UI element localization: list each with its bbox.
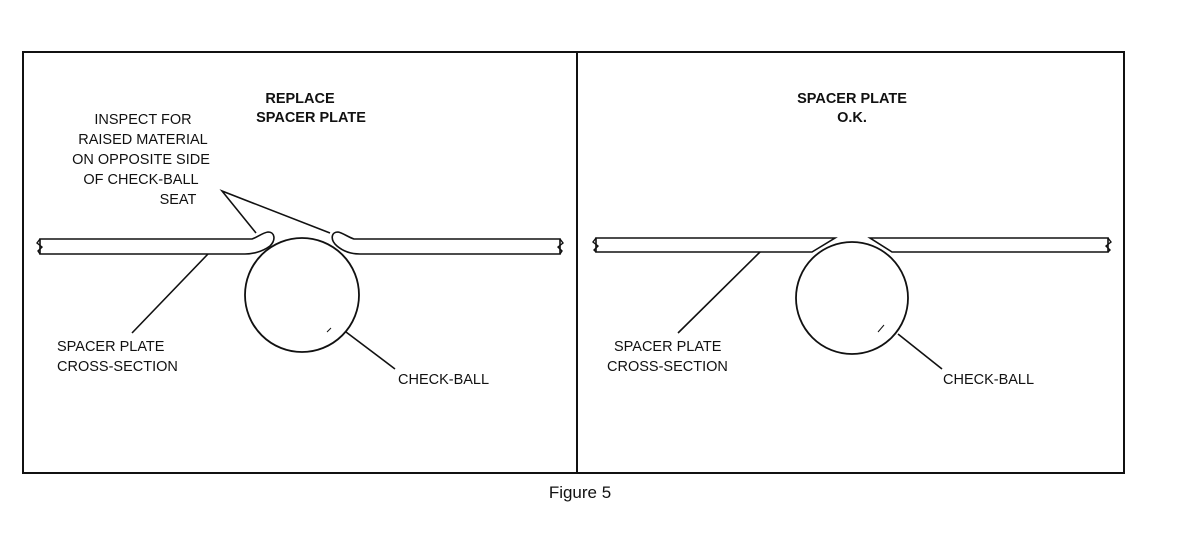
- outer-frame: [22, 51, 1125, 474]
- right-title-line-2: O.K.: [837, 110, 867, 126]
- left-spacer-plate-right: [331, 231, 561, 255]
- figure-caption: Figure 5: [548, 483, 612, 502]
- left-plate-leader: [131, 253, 209, 334]
- right-ball-leader: [897, 333, 943, 370]
- left-plate-break-left: [36, 238, 44, 255]
- left-title-line-1: REPLACE: [265, 91, 335, 107]
- right-spacer-plate-right: [867, 237, 1109, 253]
- right-ball-label: CHECK-BALL: [943, 372, 1034, 388]
- left-plate-label-line-2: CROSS-SECTION: [57, 359, 178, 375]
- left-check-ball: [244, 237, 360, 353]
- right-check-ball: [795, 241, 909, 355]
- right-title-line-1: SPACER PLATE: [797, 91, 907, 107]
- left-plate-label-line-1: SPACER PLATE: [57, 339, 165, 355]
- left-ball-highlight: [326, 327, 332, 333]
- inspect-line-3: ON OPPOSITE SIDE: [72, 152, 210, 168]
- left-plate-break-right: [556, 238, 564, 255]
- inspect-line-2: RAISED MATERIAL: [78, 132, 207, 148]
- right-plate-break-left: [592, 237, 600, 253]
- inspect-line-4: OF CHECK-BALL: [83, 172, 198, 188]
- left-ball-label: CHECK-BALL: [398, 372, 489, 388]
- inspect-line-5: SEAT: [160, 192, 197, 208]
- inspect-line-1: INSPECT FOR: [94, 112, 191, 128]
- right-plate-leader: [677, 251, 761, 334]
- right-plate-label-line-1: SPACER PLATE: [614, 339, 722, 355]
- right-plate-break-right: [1104, 237, 1112, 253]
- right-panel: SPACER PLATE O.K. SPACER PLATE CROSS-SEC…: [592, 91, 1112, 388]
- left-panel: REPLACE SPACER PLATE INSPECT FOR RAISED …: [36, 91, 564, 388]
- left-title-line-2: SPACER PLATE: [256, 110, 366, 126]
- right-ball-highlight: [877, 324, 885, 333]
- right-spacer-plate-left: [595, 237, 838, 253]
- left-spacer-plate-left: [39, 231, 275, 255]
- inspect-leader-lines: [219, 189, 331, 234]
- left-ball-leader: [345, 331, 396, 370]
- right-plate-label-line-2: CROSS-SECTION: [607, 359, 728, 375]
